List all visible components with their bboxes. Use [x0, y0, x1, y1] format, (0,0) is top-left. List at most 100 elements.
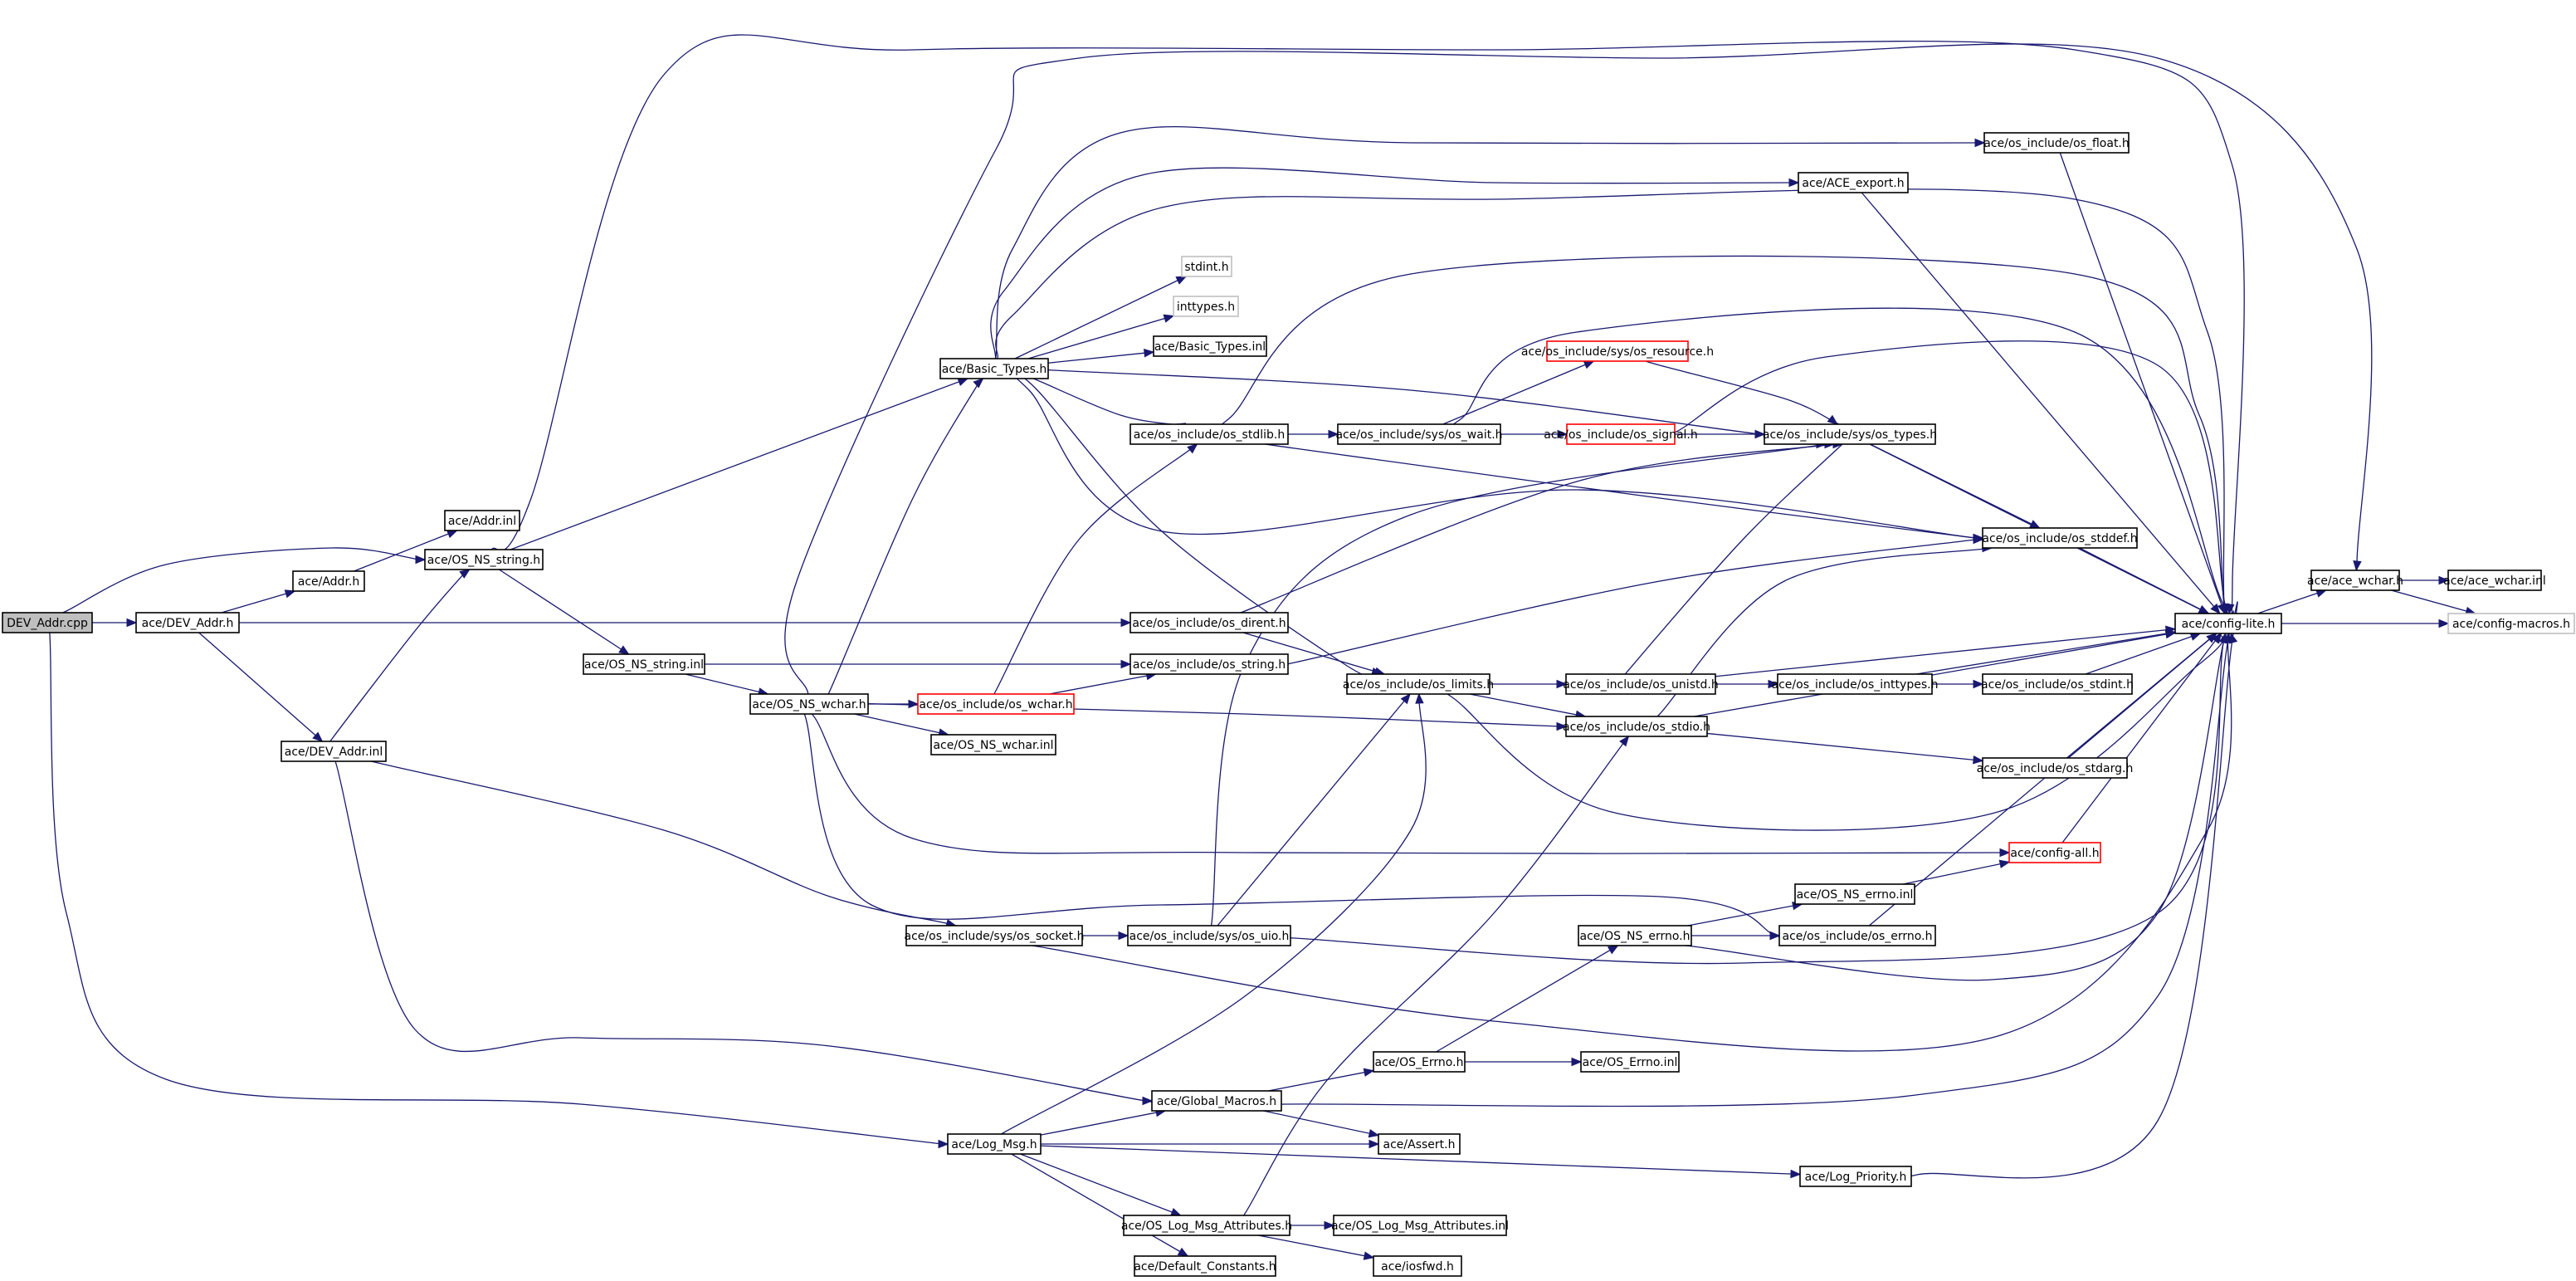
edges-layer	[47, 34, 2476, 1260]
arrowhead	[1754, 429, 1766, 439]
graph-node[interactable]: ace/Default_Constants.h	[1134, 1255, 1276, 1277]
graph-node[interactable]: ace/os_include/os_wchar.h	[917, 693, 1075, 715]
node-box	[1983, 132, 2130, 154]
node-box	[1153, 335, 1267, 357]
node-box	[424, 549, 544, 570]
graph-node[interactable]: DEV_Addr.cpp	[2, 612, 93, 633]
graph-node[interactable]: ace/OS_Errno.inl	[1580, 1051, 1680, 1073]
dependency-edge	[1040, 1145, 1801, 1176]
node-box	[292, 570, 365, 592]
graph-node[interactable]: ace/os_include/os_stdint.h	[1981, 673, 2134, 695]
graph-node[interactable]: ace/Addr.h	[292, 570, 365, 592]
node-label: ace/ACE_export.h	[1802, 177, 1904, 190]
node-label: ace/config-macros.h	[2452, 618, 2570, 631]
node-label: ace/os_include/os_string.h	[1133, 658, 1286, 672]
arrowhead	[1175, 276, 1188, 285]
graph-node[interactable]: ace/OS_NS_errno.inl	[1794, 883, 1915, 905]
graph-node[interactable]: ace/os_include/sys/os_resource.h	[1521, 340, 1714, 362]
graph-node[interactable]: ace/OS_Log_Msg_Attributes.h	[1121, 1215, 1292, 1236]
graph-node[interactable]: ace/os_include/os_stdlib.h	[1129, 423, 1289, 445]
dependency-edge	[2061, 633, 2222, 843]
graph-node[interactable]: ace/os_include/os_stdarg.h	[1977, 757, 2134, 779]
arrowhead	[1973, 679, 1984, 689]
graph-node[interactable]: ace/os_include/sys/os_types.h	[1763, 423, 1937, 445]
dependency-edge	[1868, 633, 2217, 927]
graph-node[interactable]: ace/Basic_Types.h	[939, 358, 1049, 379]
graph-node[interactable]: ace/OS_NS_errno.h	[1578, 925, 1692, 946]
graph-node[interactable]: ace/os_include/os_stddef.h	[1982, 527, 2138, 549]
dependency-edge	[354, 530, 457, 572]
graph-node[interactable]: ace/Log_Priority.h	[1799, 1166, 1912, 1187]
graph-node[interactable]: ace/ace_wchar.h	[2307, 570, 2403, 591]
graph-node[interactable]: ace/config-all.h	[2008, 842, 2101, 863]
arrowhead	[957, 378, 969, 386]
graph-node[interactable]: ace/ace_wchar.inl	[2443, 570, 2546, 591]
graph-node[interactable]: inttypes.h	[1173, 296, 1239, 317]
arrowhead	[2210, 603, 2221, 615]
graph-node[interactable]: ace/OS_NS_wchar.h	[749, 693, 869, 715]
graph-node[interactable]: ace/config-macros.h	[2447, 613, 2575, 634]
arrowhead	[415, 555, 427, 565]
graph-node[interactable]: ace/os_include/os_string.h	[1129, 653, 1289, 675]
graph-node[interactable]: ace/os_include/os_inttypes.h	[1772, 673, 1939, 695]
graph-node[interactable]: ace/os_include/os_unistd.h	[1563, 673, 1719, 695]
graph-node[interactable]: ace/DEV_Addr.inl	[281, 741, 387, 762]
graph-node[interactable]: ace/OS_NS_string.inl	[583, 653, 705, 675]
dependency-edge	[325, 566, 471, 749]
arrowhead	[1827, 414, 1838, 425]
dependency-edge	[799, 700, 1787, 940]
dependency-edge	[1446, 307, 2237, 629]
dependency-edge	[1217, 441, 1854, 622]
graph-node[interactable]: ace/Global_Macros.h	[1151, 1090, 1282, 1112]
graph-node[interactable]: ace/config-lite.h	[2174, 613, 2282, 634]
node-label: ace/iosfwd.h	[1381, 1260, 1454, 1274]
graph-node[interactable]: ace/Log_Msg.h	[947, 1133, 1042, 1155]
graph-node[interactable]: ace/OS_Log_Msg_Attributes.inl	[1331, 1215, 1509, 1236]
graph-node[interactable]: ace/OS_NS_string.h	[424, 549, 544, 570]
graph-node[interactable]: ace/DEV_Addr.h	[135, 612, 240, 633]
arrowhead	[1607, 945, 1619, 955]
arrowhead	[2217, 603, 2226, 615]
graph-node[interactable]: ace/os_include/os_signal.h	[1544, 423, 1698, 445]
dependency-edge	[1002, 619, 2232, 1052]
node-label: ace/OS_NS_string.h	[427, 554, 540, 567]
node-label: ace/os_include/os_errno.h	[1783, 930, 1933, 943]
node-box	[1565, 673, 1716, 695]
graph-node[interactable]: ace/os_include/os_stdio.h	[1563, 716, 1710, 737]
node-label: ace/Default_Constants.h	[1134, 1260, 1276, 1274]
node-label: ace/OS_NS_errno.inl	[1797, 888, 1914, 902]
node-label: ace/config-all.h	[2010, 847, 2099, 860]
graph-node[interactable]: ace/os_include/os_limits.h	[1343, 673, 1494, 695]
graph-node[interactable]: ace/os_include/os_errno.h	[1778, 925, 1936, 946]
graph-node[interactable]: ace/os_include/sys/os_uio.h	[1127, 925, 1291, 946]
node-box	[1546, 340, 1689, 362]
dependency-edge	[685, 673, 768, 695]
dependency-edge	[1687, 903, 1803, 927]
graph-node[interactable]: ace/OS_Errno.h	[1373, 1051, 1466, 1073]
node-box	[1337, 423, 1501, 445]
node-box	[1799, 1166, 1912, 1187]
graph-node[interactable]: stdint.h	[1181, 256, 1232, 277]
node-box	[2310, 570, 2400, 591]
graph-node[interactable]: ace/Addr.inl	[444, 510, 520, 531]
dependency-edge	[995, 188, 2227, 629]
graph-node[interactable]: ace/Basic_Types.inl	[1153, 335, 1267, 357]
dependency-edge	[1238, 610, 2234, 1107]
graph-node[interactable]: ace/os_include/os_dirent.h	[1129, 612, 1289, 633]
graph-node[interactable]: ace/ACE_export.h	[1798, 172, 1909, 193]
arrowhead	[2353, 560, 2362, 572]
arrowhead	[1324, 1220, 1335, 1230]
graph-node[interactable]: ace/iosfwd.h	[1373, 1255, 1462, 1277]
arrowhead	[1974, 138, 1986, 148]
dependency-edge	[1861, 192, 2221, 614]
arrowhead	[1120, 659, 1132, 669]
graph-node[interactable]: ace/os_include/os_float.h	[1983, 132, 2130, 154]
graph-node[interactable]: ace/OS_NS_wchar.inl	[930, 734, 1056, 755]
node-label: ace/config-lite.h	[2182, 618, 2276, 631]
arrowhead	[1142, 1096, 1154, 1106]
graph-node[interactable]: ace/Assert.h	[1378, 1133, 1461, 1155]
graph-node[interactable]: ace/os_include/sys/os_socket.h	[905, 925, 1085, 946]
arrowhead	[1363, 1068, 1375, 1077]
dependency-edge	[2257, 589, 2326, 614]
graph-node[interactable]: ace/os_include/sys/os_wait.h	[1335, 423, 1503, 445]
